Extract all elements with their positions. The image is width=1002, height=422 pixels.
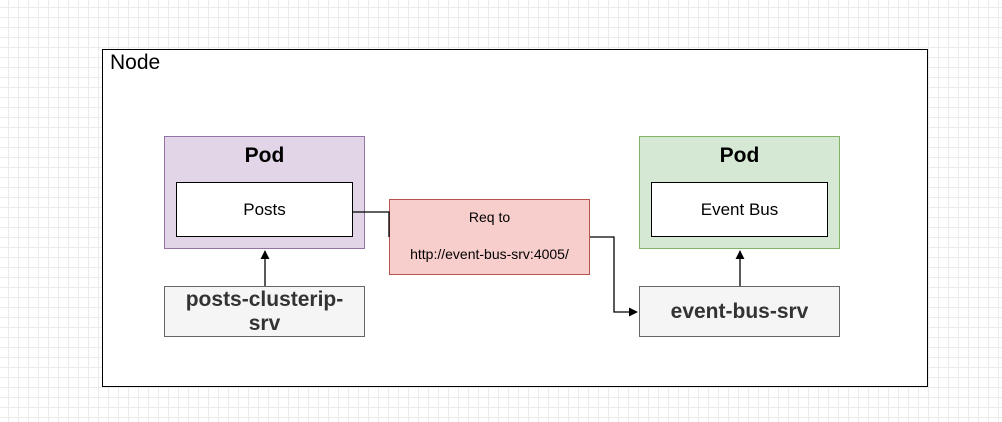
posts-container: Posts [176, 182, 353, 237]
event-bus-srv-service: event-bus-srv [639, 286, 840, 337]
arrow-request-to-event-bus-service [590, 236, 638, 317]
posts-clusterip-srv-line1: posts-clusterip- [185, 287, 344, 311]
pod-posts-title: Pod [244, 143, 285, 167]
event-bus-container: Event Bus [651, 182, 828, 237]
node-label: Node [110, 51, 161, 74]
line-posts-to-request [352, 211, 390, 237]
request-label: Req to [468, 209, 511, 225]
posts-clusterip-srv-service: posts-clusterip- srv [164, 286, 365, 337]
posts-clusterip-srv-line2: srv [248, 311, 281, 335]
pod-event-bus-title: Pod [719, 143, 760, 167]
request-box [389, 199, 590, 275]
request-url: http://event-bus-srv:4005/ [410, 246, 569, 262]
